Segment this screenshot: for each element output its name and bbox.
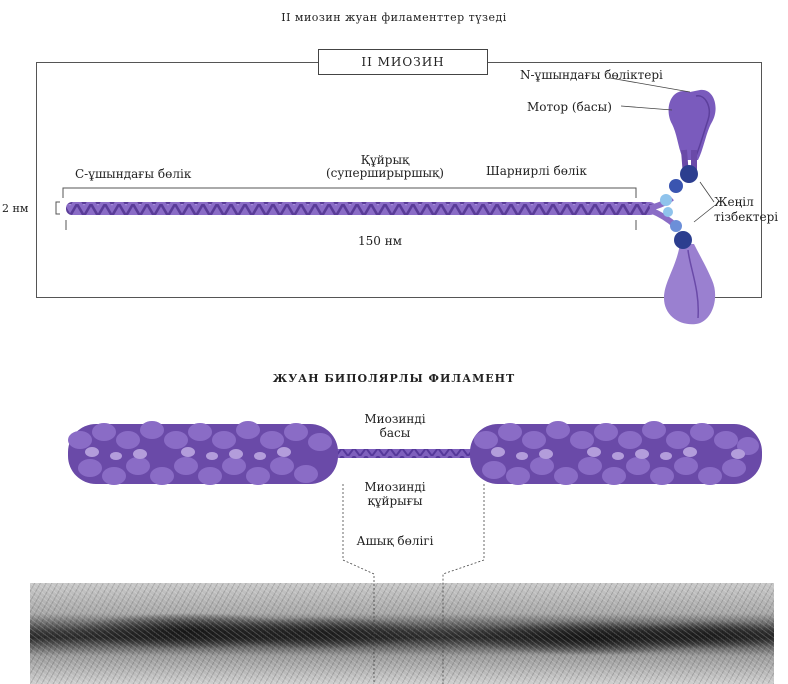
bare-zone-guides	[343, 484, 484, 684]
regulatory-light-chain-lower	[663, 207, 673, 217]
right-heads-cluster	[470, 421, 762, 485]
tail-coiled-coil	[66, 202, 656, 215]
width-bracket	[56, 202, 60, 214]
regulatory-light-chain-upper	[660, 194, 672, 206]
bipolar-filament	[68, 421, 762, 485]
essential-light-chain-upper	[680, 165, 698, 183]
left-heads-cluster	[68, 421, 338, 485]
tail-bracket	[63, 188, 636, 198]
lower-motor-head	[664, 244, 715, 324]
length-ticks	[66, 220, 636, 230]
essential-light-chain-lower	[674, 231, 692, 249]
upper-motor-head	[669, 90, 716, 176]
